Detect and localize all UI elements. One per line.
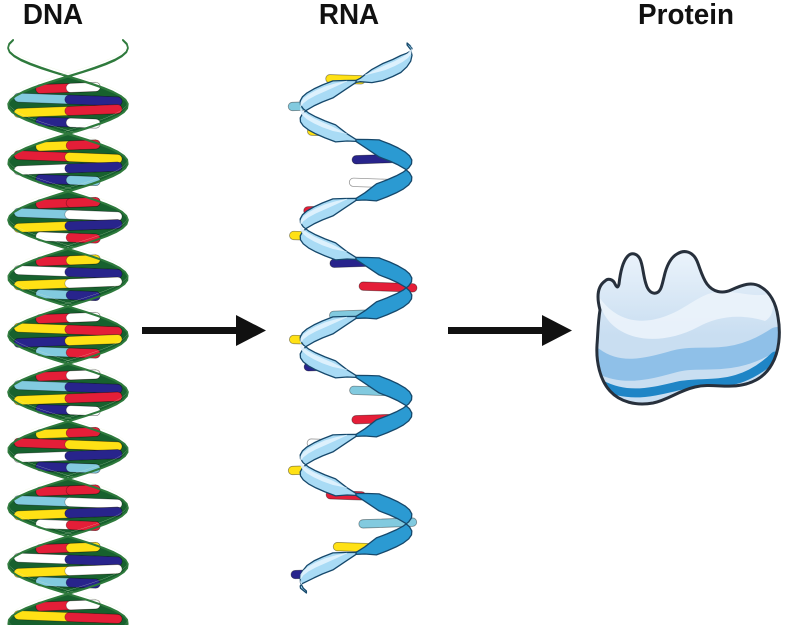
dna-base-right — [64, 161, 123, 174]
dna-base-right — [65, 599, 101, 611]
dna-base-pair — [35, 254, 101, 267]
dna-base-right — [65, 82, 101, 93]
dna-base-right — [64, 439, 123, 452]
dna-base-right — [64, 104, 123, 116]
dna-base-right — [64, 152, 123, 164]
dna-base-right — [64, 276, 123, 289]
dna-base-right — [64, 391, 123, 404]
dna-base-pair — [13, 334, 123, 348]
dna-base-pair — [35, 231, 101, 244]
dna-base-pair — [13, 495, 123, 509]
arrow-shaft — [448, 327, 544, 334]
dna-base-right — [65, 175, 101, 186]
dna-base-right — [65, 369, 101, 381]
rna-ribbon-front — [299, 551, 357, 594]
dna-base-right — [64, 267, 123, 279]
dna-base-right — [65, 117, 101, 129]
dna-base-pair — [13, 150, 123, 164]
dna-strand-ribbon — [7, 38, 129, 625]
dna-base-right — [65, 312, 101, 323]
rna-ribbon-back — [355, 374, 413, 438]
dna-double-helix — [7, 38, 129, 625]
dna-base-pair — [13, 564, 123, 578]
dna-base-pair — [13, 437, 123, 452]
dna-base-right — [64, 449, 123, 461]
transcription-arrow — [142, 315, 266, 346]
dna-base-right — [65, 405, 101, 416]
label-rna: RNA — [318, 0, 380, 31]
dna-base-pair — [13, 391, 123, 406]
protein-shading — [596, 291, 780, 398]
dna-base-right — [64, 209, 123, 222]
dna-base-pair — [13, 207, 123, 222]
rna-ribbon-highlight — [300, 198, 348, 253]
rna-ribbon-back — [355, 138, 413, 202]
dna-base-right — [64, 564, 123, 576]
dna-base-right — [64, 506, 123, 519]
dna-base-right — [65, 139, 101, 151]
protein-mid-wave — [596, 327, 780, 381]
dna-base-right — [65, 484, 101, 496]
label-protein: Protein — [638, 0, 734, 31]
dna-base-right — [64, 497, 123, 509]
rna-ribbon-highlight — [300, 552, 348, 586]
dna-base-right — [64, 94, 123, 107]
protein-highlight — [599, 291, 773, 339]
rna-ribbon-front — [355, 42, 413, 84]
dna-base-right — [64, 554, 123, 567]
dna-base-right — [64, 612, 123, 624]
rna-ribbon-highlight — [300, 434, 348, 489]
arrow-head — [542, 315, 572, 346]
dna-base-right — [65, 427, 101, 438]
dna-strand-ribbon — [7, 38, 129, 625]
dna-base-pair — [13, 449, 123, 463]
dna-base-pair — [13, 104, 123, 118]
rna-ribbon-highlight — [300, 80, 348, 135]
dna-base-pair — [13, 161, 123, 176]
dna-base-right — [65, 577, 101, 589]
rna-ribbon-highlight — [364, 43, 412, 76]
arrow-shaft — [142, 327, 238, 334]
arrow-head — [236, 315, 266, 346]
dna-base-right — [65, 290, 101, 301]
process-arrows — [142, 315, 572, 346]
protein-blob — [595, 250, 781, 406]
dna-base-right — [65, 197, 101, 208]
dna-base-right — [65, 542, 101, 553]
dna-base-right — [64, 219, 123, 231]
dna-base-right — [64, 334, 123, 346]
rna-strand — [287, 42, 418, 594]
dna-base-pair — [13, 610, 123, 624]
rna-ribbon-highlight — [300, 316, 348, 371]
dna-base-right — [65, 232, 101, 244]
dna-base-right — [65, 462, 101, 474]
dna-base-right — [65, 520, 101, 531]
dna-base-pair — [13, 276, 123, 291]
translation-arrow — [448, 315, 572, 346]
dna-base-right — [65, 347, 101, 359]
dna-base-pair — [13, 265, 123, 279]
dna-base-pair — [13, 92, 123, 107]
dna-base-right — [65, 254, 101, 266]
protein-outline — [595, 250, 781, 406]
dna-base-right — [64, 382, 123, 394]
protein-dark-stripe — [596, 351, 780, 398]
label-dna: DNA — [22, 0, 84, 31]
dna-base-pair — [13, 219, 123, 233]
dna-base-right — [64, 324, 123, 337]
